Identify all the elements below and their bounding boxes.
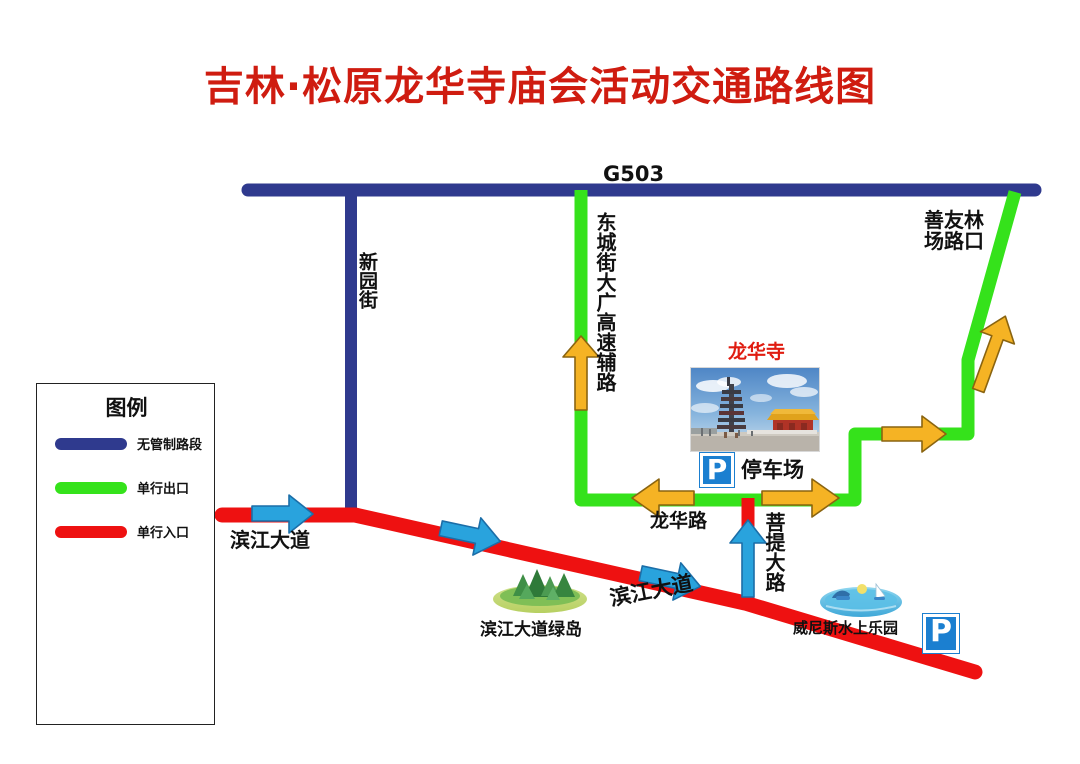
longhua-temple-photo [690,367,820,452]
arrow-right-binjiang-1 [251,494,314,534]
legend: 图例 无管制路段 单行出口 单行入口 [36,383,215,725]
poi-label-longhua-temple: 龙华寺 [728,341,786,363]
arrow-up-puti-dalu [729,519,767,598]
legend-swatch-green [55,482,127,494]
road-label-xinyuan-jie: 新园街 [356,252,378,309]
arrow-right-longhua-east [761,478,840,518]
legend-swatch-red [55,526,127,538]
arrow-right-binjiang-3 [638,562,702,601]
legend-title: 图例 [105,396,148,420]
legend-unrestricted: 无管制路段 [37,432,216,458]
road-label-dongcheng-jie: 东城街大广高速辅路 [593,212,617,392]
road-label-shanyoulin: 善友林 场路口 [924,208,984,253]
arrow-up-shanyoulin [971,315,1016,394]
legend-label-oneway-exit: 单行出口 [137,482,190,497]
parking-sign-waterpark: P [922,613,960,654]
parking-sign-temple: P [699,452,735,488]
arrow-up-dongcheng [562,335,600,411]
poi-label-water-park: 威尼斯水上乐园 [793,619,899,637]
road-label-longhua-lu: 龙华路 [650,510,708,532]
green-island-icon [493,569,587,613]
arrow-right-shanyoulin-lower [881,415,947,453]
poi-label-parking: 停车场 [741,458,804,482]
road-label-binjiang-west: 滨江大道 [230,528,310,552]
page-title: 吉林·松原龙华寺庙会活动交通路线图 [203,64,877,110]
legend-oneway-exit: 单行出口 [37,476,216,502]
legend-label-oneway-entrance: 单行入口 [137,526,190,541]
legend-label-unrestricted: 无管制路段 [137,438,203,453]
arrow-left-longhua-lu [631,478,695,518]
water-park-icon [820,582,902,617]
road-label-g503: G503 [603,162,665,186]
road-shanyoulin-green [820,190,1022,507]
arrow-right-binjiang-2 [438,517,502,556]
poi-label-green-island: 滨江大道绿岛 [480,620,582,640]
road-dongcheng-green [574,190,820,507]
legend-oneway-entrance: 单行入口 [37,520,216,546]
legend-swatch-blue [55,438,127,450]
road-label-puti-dalu: 菩提大路 [762,512,786,592]
